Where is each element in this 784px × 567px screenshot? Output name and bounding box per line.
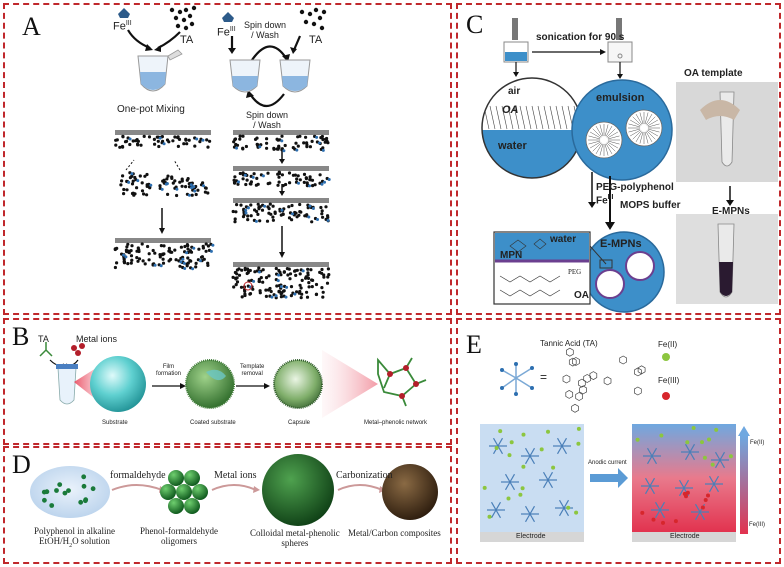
tannic-acid-label: Tannic Acid (TA) — [540, 339, 598, 348]
wash-tube-left-icon — [229, 59, 261, 93]
metal-ions-label-d: Metal ions — [214, 470, 257, 481]
ta-icon-b — [39, 342, 53, 357]
panel-a-frame — [3, 3, 452, 315]
panel-d-label: D — [12, 450, 31, 479]
mixing-tube-icon — [137, 49, 183, 92]
fe-ion-icon-right — [222, 12, 234, 22]
ta-label-b: TA — [38, 334, 49, 344]
fe-label-left: FeIII — [113, 20, 132, 33]
oa-label-zoom: OA — [574, 290, 589, 301]
ta-label-right: TA — [309, 34, 323, 46]
carbonization-label: Carbonization — [336, 470, 393, 481]
spin-bottom-label: Spin down/ Wash — [246, 110, 289, 130]
ta-label-left: TA — [180, 34, 194, 46]
network-label: Metal–phenolic network — [364, 420, 428, 426]
panel-c-label: C — [466, 10, 484, 39]
metal-carbon-sphere — [382, 464, 438, 520]
gradient-bottom-label: Fe(III) — [749, 522, 765, 528]
panel-c-frame — [456, 3, 781, 315]
panel-e-frame — [456, 318, 781, 564]
capsule-label: Capsule — [288, 420, 311, 426]
fe2-label: Fe(II) — [658, 340, 678, 349]
air-label: air — [508, 86, 521, 97]
oa-label: OA — [502, 104, 519, 116]
metal-ion-icon-b — [71, 343, 85, 356]
highlight-circle — [243, 281, 253, 291]
substrate-sphere — [90, 356, 146, 412]
substrate-label: Substrate — [102, 420, 128, 426]
ta-star-icon — [501, 364, 533, 394]
panel-a-label: A — [22, 12, 41, 41]
anodic-current-label: Anodic current — [588, 460, 627, 466]
coated-substrate-label: Coated substrate — [190, 420, 236, 426]
fe-ion-icon — [118, 8, 130, 18]
spin-top-label: Spin down/ Wash — [244, 20, 287, 40]
water-label-zoom: water — [550, 234, 577, 245]
coated-substrate-sphere — [185, 359, 235, 409]
fe-network-dots — [122, 135, 331, 299]
fe3-label: Fe(III) — [658, 376, 680, 385]
ta-molecule-icon — [169, 5, 197, 31]
emulsion-label: emulsion — [596, 92, 645, 104]
ta-molecule-icon-right — [299, 7, 327, 31]
fe2-dot — [662, 353, 670, 361]
right-electrolyte-box — [632, 424, 736, 532]
fe3-dot — [662, 392, 670, 400]
polyphenol-dots — [41, 474, 96, 508]
wash-tube-right-icon — [279, 59, 311, 93]
formaldehyde-label: formaldehyde — [110, 470, 166, 481]
panel-b-frame — [3, 318, 452, 445]
one-pot-label: One-pot Mixing — [117, 104, 185, 115]
tube-icon-b — [57, 367, 77, 405]
panel-b-label: B — [12, 322, 30, 351]
electrode-label-left: Electrode — [516, 533, 546, 540]
peg-label: PEG — [568, 268, 582, 276]
gradient-top-label: Fe(II) — [750, 440, 765, 446]
oligomer-cluster — [160, 470, 208, 514]
peg-polyphenol-label: PEG-polyphenol — [596, 182, 674, 193]
mops-label: MOPS buffer — [620, 200, 681, 211]
fe-label-c: FeIII — [596, 194, 614, 207]
water-label-c: water — [498, 140, 527, 152]
tannic-acid-structure — [562, 347, 646, 413]
electrode-label-right: Electrode — [670, 533, 700, 540]
mpn-label: MPN — [500, 250, 523, 261]
metal-ions-label-b: Metal ions — [76, 334, 118, 344]
colloidal-sphere — [262, 454, 334, 526]
empns-label: E-MPNs — [600, 238, 642, 250]
oa-template-label: OA template — [684, 68, 743, 79]
fe-label-right: FeIII — [217, 26, 236, 39]
gradient-bar — [740, 436, 748, 534]
panel-e-label: E — [466, 330, 482, 359]
empns-arrow-label: E-MPNs — [712, 206, 750, 217]
panel-d-frame — [3, 446, 452, 564]
equals-label: = — [540, 370, 548, 384]
sonication-label: sonication for 90 s — [536, 32, 625, 43]
metal-carbon-label: Metal/Carbon composites — [348, 528, 441, 538]
anodic-arrow — [590, 468, 628, 488]
